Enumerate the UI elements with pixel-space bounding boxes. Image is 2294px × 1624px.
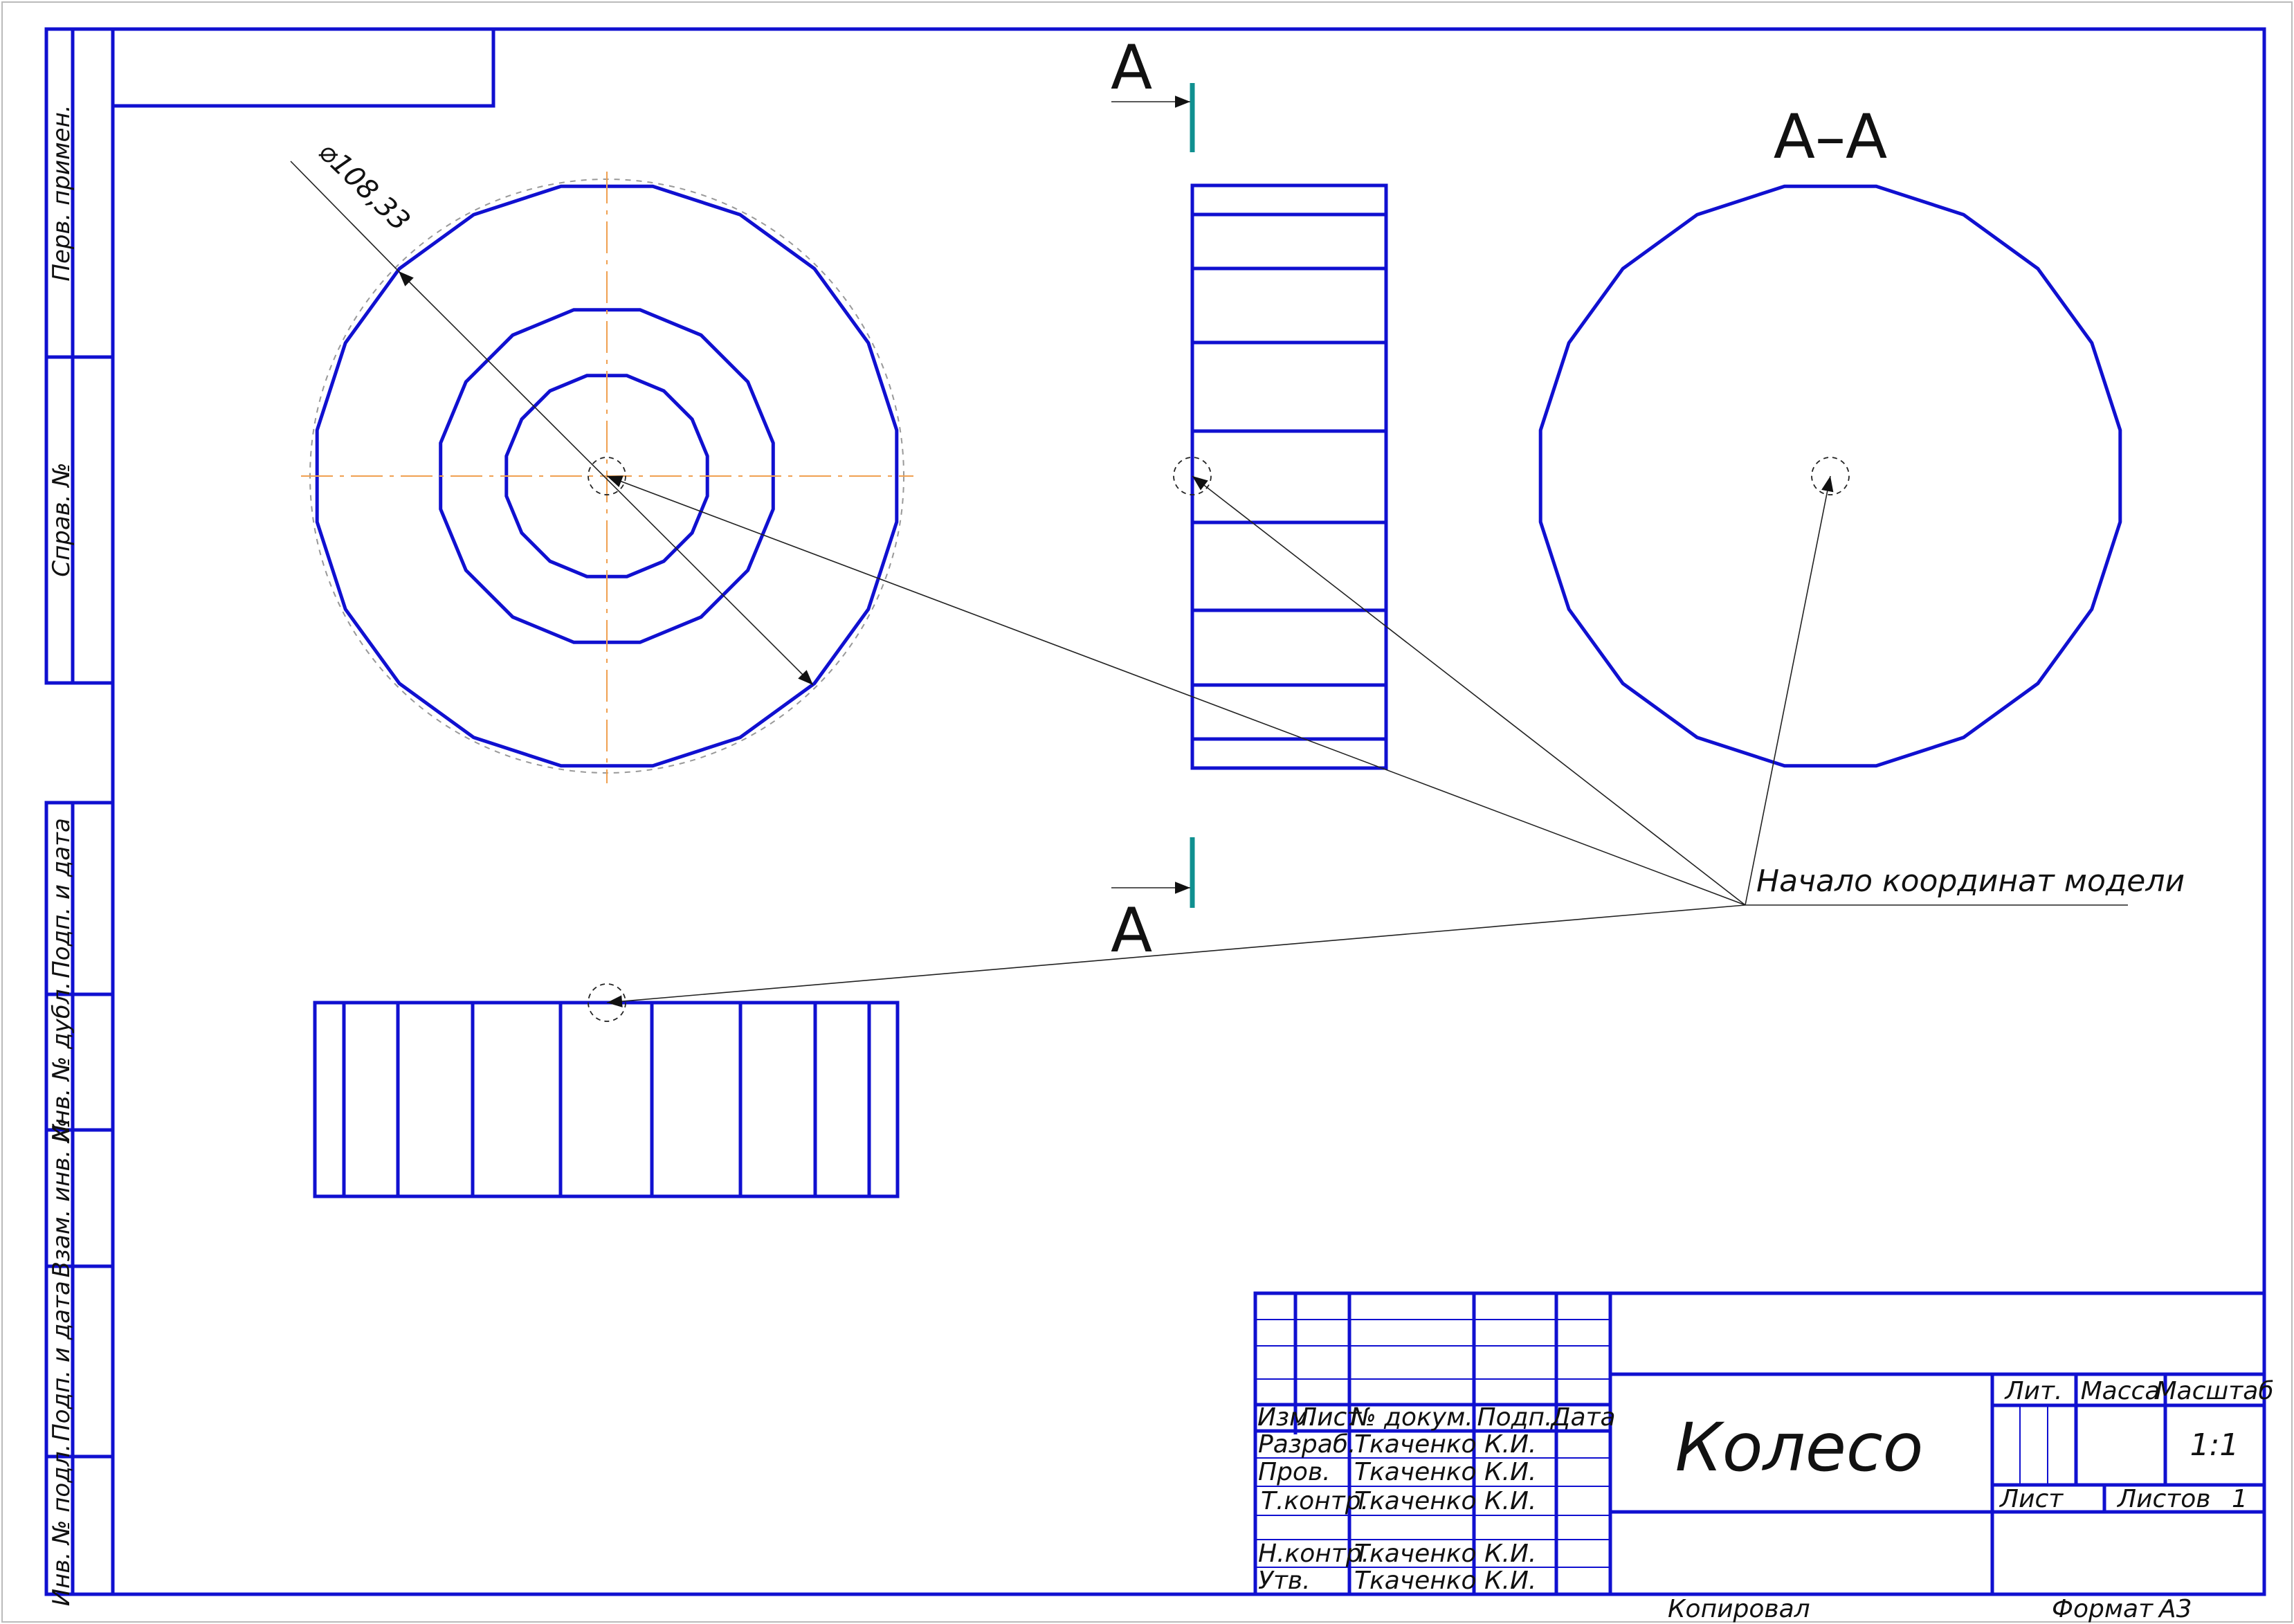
tb-row-name: Ткаченко К.И. (1354, 1430, 1536, 1459)
section-view-origin-mark (1811, 457, 1850, 495)
footer-kopiroval: Копировал (1668, 1595, 1810, 1623)
origin-leaders (606, 475, 2128, 1007)
tb-header-doc-no: № докум. (1349, 1403, 1473, 1432)
footer-format-value: А3 (2158, 1595, 2192, 1623)
tb-row-name: Ткаченко К.И. (1354, 1487, 1536, 1515)
section-view-title: А–А (1774, 101, 1887, 172)
left-side-columns (44, 27, 115, 1596)
top-left-stamp-box (113, 29, 495, 108)
side-label-inv-dubl: Инв. № дубл. (48, 982, 75, 1143)
section-view-polygon (1538, 184, 2122, 768)
footer-format-label: Формат (2052, 1595, 2154, 1623)
top-view-origin-mark (588, 983, 626, 1022)
tb-massa-label: Масса (2081, 1377, 2160, 1405)
tb-sheet-label: Лист (1999, 1485, 2064, 1513)
tb-row-role: Утв. (1258, 1567, 1311, 1595)
tb-row-name: Ткаченко К.И. (1354, 1540, 1536, 1568)
section-view (1538, 184, 2122, 768)
tb-header-list: Лист (1297, 1403, 1362, 1432)
top-view (313, 983, 900, 1198)
tb-sheets-value: 1 (2232, 1485, 2248, 1513)
section-mark-top-letter: А (1111, 32, 1152, 103)
side-label-sprav-no: Справ. № (48, 462, 75, 576)
tb-row-role: Т.контр. (1261, 1487, 1369, 1515)
tb-scale-label: Масштаб (2155, 1377, 2273, 1405)
title-block-lines (1253, 1291, 2266, 1596)
section-mark-bottom (1111, 837, 1195, 908)
tb-sheets-label: Листов (2116, 1485, 2210, 1513)
front-view (301, 172, 913, 783)
front-view-outer-polygon (315, 184, 899, 768)
tb-row-role: Н.контр. (1258, 1540, 1369, 1568)
side-label-podp-data-bottom: Подп. и дата (48, 1281, 75, 1441)
tb-lit-label: Лит. (2004, 1377, 2063, 1405)
tb-header-data: Дата (1549, 1403, 1615, 1432)
tb-header-izm: Изм. (1257, 1403, 1316, 1432)
section-mark-bottom-letter: А (1111, 895, 1152, 966)
tb-row-role: Разраб. (1258, 1430, 1356, 1459)
side-label-vzam-inv: Взам. инв. № (48, 1118, 75, 1278)
side-view (1173, 183, 1388, 770)
side-view-origin-mark (1173, 457, 1212, 495)
diameter-dimension (290, 161, 814, 686)
side-label-inv-podl: Инв. № подл. (48, 1444, 75, 1607)
tb-row-role: Пров. (1258, 1458, 1331, 1486)
section-mark-top (1111, 83, 1195, 152)
tb-scale-value: 1:1 (2190, 1427, 2239, 1463)
side-label-perv-primen: Перв. примен. (48, 104, 75, 281)
diameter-label: ⌀108,33 (312, 136, 416, 237)
drawing-title: Колесо (1675, 1409, 1924, 1486)
tb-header-podp: Подп. (1477, 1403, 1553, 1432)
origin-note: Начало координат модели (1756, 864, 2185, 899)
main-frame (111, 27, 2266, 1596)
tb-row-name: Ткаченко К.И. (1354, 1458, 1536, 1486)
tb-row-name: Ткаченко К.И. (1354, 1567, 1536, 1595)
side-label-podp-data-top: Подп. и дата (48, 818, 75, 978)
